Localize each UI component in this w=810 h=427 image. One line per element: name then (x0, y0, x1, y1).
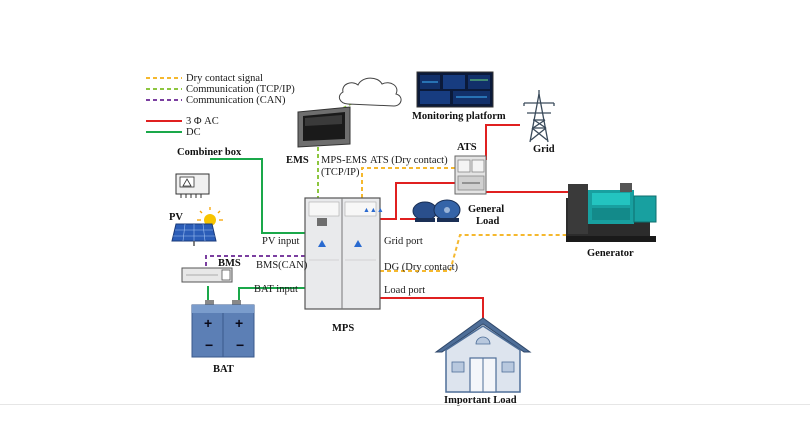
legend-can-label: Communication (CAN) (186, 95, 286, 106)
bms-device[interactable] (181, 267, 233, 283)
legend-dry-contact-label: Dry contact signal (186, 73, 263, 84)
pv-dc-line (210, 158, 306, 234)
pv-input-label: PV input (262, 236, 300, 247)
legend-dc-label: DC (186, 127, 201, 138)
generator-label: Generator (587, 248, 634, 259)
bms-can-line (205, 255, 306, 266)
load-port-ac-line (380, 297, 484, 318)
solar-panel-icon[interactable] (171, 223, 217, 246)
general-load-label-line2: Load (476, 216, 500, 227)
bat-label: BAT (213, 364, 234, 375)
ems-label: EMS (286, 155, 309, 166)
bat-dc-line (238, 287, 306, 300)
load-port-label: Load port (384, 285, 425, 296)
ats-label: ATS (457, 142, 477, 153)
legend-ac-label: 3 Φ AC (186, 116, 219, 127)
bms-label: BMS (218, 258, 241, 269)
diesel-generator-icon[interactable] (566, 183, 657, 242)
pv-label: PV (169, 212, 183, 223)
ats-dry-contact-label: ATS (Dry contact) (370, 155, 448, 166)
svg-text:−: − (205, 337, 213, 353)
svg-text:+: + (204, 315, 212, 331)
ats-dry-contact-line (361, 167, 456, 198)
important-load-label: Important Load (444, 395, 517, 406)
transmission-tower-icon (523, 90, 555, 143)
svg-text:▲▲▲: ▲▲▲ (363, 207, 384, 214)
legend: Dry contact signal Communication (TCP/IP… (146, 73, 295, 138)
legend-tcp-label: Communication (TCP/IP) (186, 84, 295, 95)
mps-label: MPS (332, 323, 354, 334)
warning-icon (182, 178, 192, 187)
ems-device[interactable] (297, 106, 351, 148)
battery-icon[interactable]: + + − − (191, 300, 255, 358)
grid-port-label: Grid port (384, 236, 423, 247)
dg-dry-contact-label: DG (Dry contact) (384, 262, 459, 273)
mps-cabinet[interactable]: ▲▲▲ (304, 197, 384, 310)
combiner-box[interactable] (175, 173, 210, 198)
general-load-label-line1: General (468, 204, 504, 215)
svg-text:−: − (236, 337, 244, 353)
grid-port-ac-line (380, 182, 456, 220)
mps-ems-protocol-label: (TCP/IP) (321, 167, 360, 178)
sun-icon (197, 207, 223, 226)
grid-label: Grid (533, 144, 555, 155)
svg-text:+: + (235, 315, 243, 331)
bat-input-label: BAT input (254, 284, 298, 295)
mps-display-icon (317, 218, 327, 226)
cloud-icon (338, 77, 402, 107)
mps-ems-port-label: MPS-EMS (321, 155, 367, 166)
house-icon[interactable] (434, 317, 532, 393)
monitoring-platform-screen[interactable] (416, 71, 494, 108)
bms-can-port-label: BMS(CAN) (256, 260, 308, 271)
motor-icon (412, 199, 461, 222)
page-divider (0, 404, 810, 405)
dg-dry-contact-line (380, 234, 566, 272)
ats-grid-ac-line (485, 124, 520, 160)
combiner-box-label: Combiner box (177, 147, 242, 158)
monitoring-platform-label: Monitoring platform (412, 111, 506, 122)
ats-switch[interactable] (454, 155, 487, 195)
